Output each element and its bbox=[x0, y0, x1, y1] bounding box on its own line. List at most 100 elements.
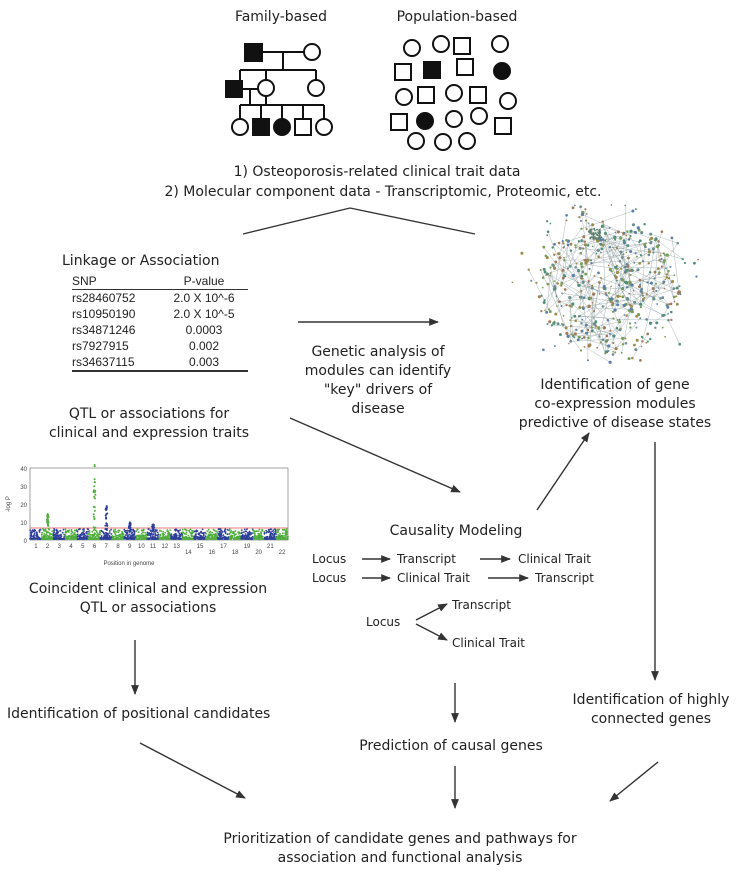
snp-point bbox=[54, 533, 57, 536]
snp-point bbox=[59, 529, 62, 532]
snp-point bbox=[173, 529, 176, 531]
network-node bbox=[571, 206, 575, 210]
network-node bbox=[612, 334, 616, 338]
network-node bbox=[613, 235, 617, 240]
snp-point bbox=[178, 532, 181, 535]
network-node bbox=[593, 229, 596, 232]
network-node bbox=[589, 259, 593, 262]
network-node bbox=[629, 229, 633, 233]
qtl-line-1: QTL or associations for bbox=[68, 406, 230, 422]
network-node bbox=[580, 212, 585, 217]
y-tick-label: 20 bbox=[20, 503, 27, 509]
network-node bbox=[622, 303, 626, 308]
network-node bbox=[597, 326, 601, 330]
snp-point bbox=[222, 534, 225, 536]
snp-point bbox=[132, 538, 135, 540]
chromosome-label: 21 bbox=[267, 544, 274, 550]
snp-point bbox=[166, 530, 169, 533]
network-node bbox=[593, 236, 596, 239]
chromosome-label: 7 bbox=[105, 544, 109, 550]
network-node bbox=[611, 353, 615, 356]
network-node bbox=[616, 319, 619, 321]
snp-point bbox=[123, 528, 126, 531]
network-node bbox=[608, 297, 612, 301]
snp-point bbox=[188, 536, 191, 539]
snp-point bbox=[85, 538, 88, 540]
snp-point bbox=[64, 533, 67, 536]
network-node bbox=[557, 252, 561, 256]
network-node bbox=[625, 297, 629, 301]
coexpression-line-1: Identification of gene bbox=[540, 377, 690, 393]
snp-point bbox=[137, 531, 140, 533]
snp-point bbox=[82, 528, 84, 531]
network-node bbox=[549, 266, 552, 269]
snp-point bbox=[162, 531, 165, 533]
snp-point bbox=[267, 531, 270, 534]
network-node bbox=[561, 292, 563, 295]
snp-point bbox=[179, 537, 181, 540]
snp-point bbox=[104, 514, 107, 517]
network-node bbox=[634, 348, 638, 352]
snp-point bbox=[156, 531, 159, 534]
network-node bbox=[580, 290, 583, 293]
network-node bbox=[613, 308, 617, 312]
snp-point bbox=[87, 530, 89, 533]
snp-point bbox=[219, 531, 222, 534]
snp-point bbox=[271, 530, 273, 533]
coexpression-network bbox=[511, 204, 699, 364]
network-node bbox=[616, 267, 619, 271]
pvalue-column-header: P-value bbox=[183, 274, 225, 288]
snp-point bbox=[153, 526, 156, 529]
population-circle bbox=[470, 107, 488, 125]
snp-point bbox=[272, 529, 275, 531]
network-node bbox=[614, 265, 618, 269]
snp-point bbox=[220, 529, 223, 532]
network-node bbox=[641, 340, 644, 343]
network-node bbox=[590, 329, 594, 333]
network-node bbox=[592, 237, 595, 240]
snp-point bbox=[32, 537, 35, 540]
snp-point bbox=[54, 538, 57, 540]
network-node bbox=[632, 343, 636, 347]
network-node bbox=[627, 357, 631, 361]
network-node bbox=[555, 295, 558, 298]
network-node bbox=[544, 309, 546, 312]
snp-point bbox=[220, 535, 223, 537]
network-node bbox=[631, 223, 636, 227]
network-node bbox=[542, 245, 546, 249]
network-node bbox=[653, 270, 657, 274]
network-node bbox=[591, 245, 594, 248]
snp-point bbox=[177, 537, 180, 540]
network-node bbox=[639, 290, 642, 293]
snp-point bbox=[156, 534, 159, 537]
snp-point bbox=[60, 535, 63, 537]
network-node bbox=[598, 293, 601, 295]
snp-point bbox=[218, 530, 221, 533]
network-node bbox=[635, 326, 638, 329]
network-node bbox=[544, 254, 548, 258]
snp-point bbox=[100, 535, 103, 537]
network-node bbox=[586, 328, 590, 332]
snp-point bbox=[150, 538, 153, 540]
chromosome-label: 8 bbox=[116, 544, 120, 550]
network-node bbox=[588, 267, 591, 270]
network-node bbox=[633, 261, 636, 264]
causality-title: Causality Modeling bbox=[389, 523, 523, 539]
network-node bbox=[612, 246, 614, 249]
snp-point bbox=[47, 515, 50, 518]
network-node bbox=[563, 256, 565, 259]
snp-point bbox=[129, 529, 132, 532]
network-node bbox=[618, 318, 621, 321]
snp-point bbox=[109, 537, 112, 540]
network-node bbox=[583, 240, 587, 243]
network-node bbox=[621, 278, 625, 282]
snp-point bbox=[92, 505, 95, 508]
network-node bbox=[657, 287, 660, 289]
snp-point bbox=[58, 538, 60, 540]
snp-point bbox=[157, 533, 160, 536]
network-node bbox=[552, 321, 556, 325]
network-node bbox=[586, 359, 589, 362]
network-node bbox=[570, 305, 573, 308]
snp-point bbox=[108, 532, 111, 534]
